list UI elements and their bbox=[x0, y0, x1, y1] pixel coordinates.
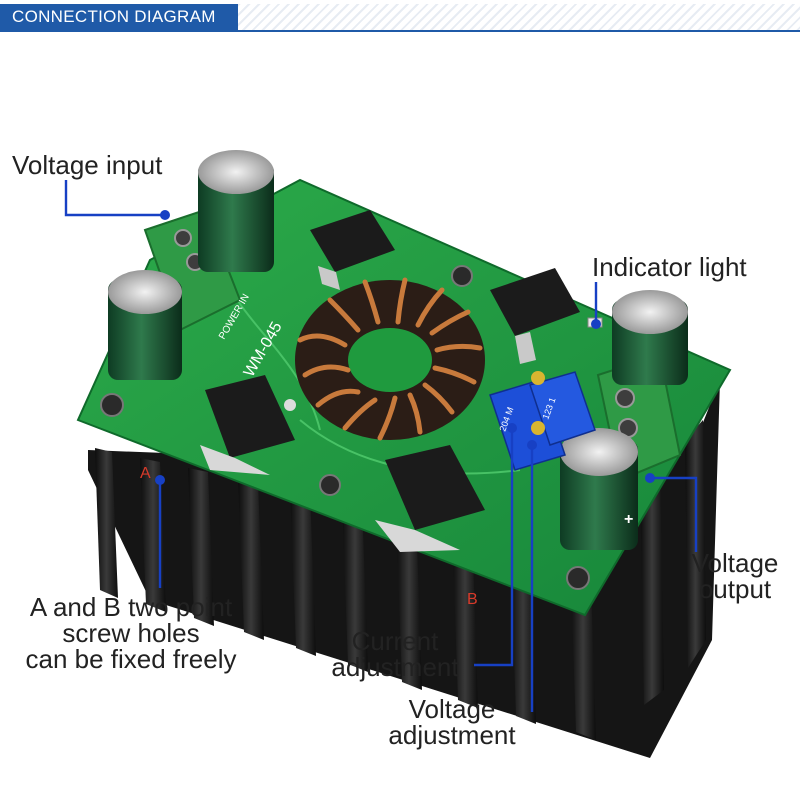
callout-current-line2: adjustment bbox=[331, 652, 459, 682]
plus-mark: + bbox=[624, 511, 633, 528]
callout-current-line1: Current bbox=[351, 626, 439, 656]
callout-screw-holes-line1: A and B two point bbox=[29, 592, 233, 622]
callout-voltage-output-line2: output bbox=[698, 574, 772, 604]
leader-current bbox=[474, 430, 514, 667]
callout-screw-holes-line2: screw holes bbox=[62, 618, 200, 648]
header-stripes bbox=[238, 4, 800, 30]
point-a-label: A bbox=[140, 465, 151, 482]
leader-voltage-output bbox=[652, 476, 698, 552]
leader-lines bbox=[64, 180, 698, 712]
callout-screw-holes-line3: can be fixed freely bbox=[25, 644, 237, 674]
callout-indicator-light: Indicator light bbox=[592, 252, 747, 282]
callout-voltage-adj-line1: Voltage bbox=[408, 694, 496, 724]
capacitors bbox=[108, 150, 688, 550]
leader-voltage-input bbox=[64, 180, 163, 217]
header-banner: CONNECTION DIAGRAM bbox=[0, 0, 800, 34]
callout-voltage-input: Voltage input bbox=[12, 150, 163, 180]
header-underline bbox=[0, 30, 800, 32]
mosfet-chips bbox=[200, 210, 580, 552]
callout-voltage-adj-line2: adjustment bbox=[388, 720, 516, 750]
header-title: CONNECTION DIAGRAM bbox=[12, 7, 216, 26]
point-b-label: B bbox=[467, 591, 478, 608]
header-tab bbox=[0, 4, 238, 30]
potentiometers bbox=[489, 371, 596, 471]
toroid-inductor bbox=[295, 277, 485, 441]
callout-voltage-output-line1: Voltage bbox=[691, 548, 779, 578]
